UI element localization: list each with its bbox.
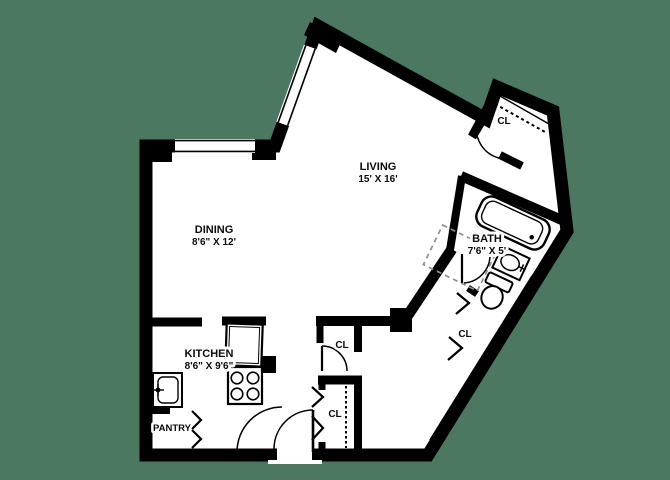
- door-swing-arc: [475, 122, 500, 159]
- door-swing-arc: [236, 406, 283, 453]
- closet-label-living: CL: [497, 116, 510, 127]
- bath-north-wall: [458, 171, 567, 226]
- bathroom-sink: [491, 244, 531, 282]
- bath-dimensions: 7'6" X 5': [468, 246, 506, 257]
- closet-label-kitchen: CL: [335, 340, 348, 351]
- entry-threshold: [268, 460, 322, 464]
- bath-west-wall: [446, 175, 466, 251]
- dining-dimensions: 8'6" X 12': [192, 237, 236, 248]
- window-top-wall: [175, 139, 255, 153]
- entry-closet-bifold-door: [311, 386, 325, 408]
- closet-label-hall: CL: [458, 329, 471, 340]
- bath-label: BATH: [472, 233, 502, 245]
- entry-door-opening: [277, 447, 312, 462]
- door-swing-arc: [273, 409, 314, 450]
- bath-fixtures: [475, 195, 551, 310]
- room-labels: LIVING 15' X 16' DINING 8'6" X 12' BATH …: [151, 114, 514, 437]
- bath-dashed-outline: [422, 223, 498, 293]
- living-closet-door: [475, 122, 500, 159]
- wall-corner-block: [140, 140, 172, 162]
- burner-icon: [246, 371, 260, 385]
- living-dimensions: 15' X 16': [358, 174, 397, 185]
- wall-living-diagonal: [401, 245, 457, 322]
- closet-living-south-wall: [498, 151, 524, 170]
- door-swing-arc: [321, 345, 348, 372]
- kitchen-fixtures: [152, 322, 264, 408]
- burner-icon: [230, 371, 244, 385]
- windows: [175, 44, 538, 444]
- wall-corner-block: [252, 140, 276, 160]
- hall-closet-accordion-door: [455, 292, 471, 315]
- kitchen-sink: [152, 372, 183, 408]
- door-swing-arc: [463, 255, 491, 284]
- faucet-icon: [519, 264, 525, 273]
- bath-door: [460, 254, 491, 284]
- pantry-bifold-door: [191, 429, 203, 449]
- interior-walls: [150, 87, 567, 452]
- burner-icon: [246, 387, 260, 401]
- pantry-label: PANTRY: [153, 423, 192, 434]
- hall-closet-stub: [466, 285, 479, 297]
- window-lower-diagonal-wall: [429, 275, 538, 444]
- kitchen-label: KITCHEN: [185, 348, 234, 360]
- entry-closet-bifold-door: [311, 415, 325, 441]
- kitchen-closet-door: [320, 345, 348, 372]
- kitchen-dimensions: 8'6" X 9'6": [185, 361, 234, 372]
- bifold-doors: [191, 292, 471, 449]
- window-upper-diagonal-wall: [276, 44, 318, 127]
- toilet: [480, 271, 514, 310]
- entry-door: [268, 409, 322, 464]
- closet-shelf-line: [499, 95, 550, 125]
- pantry-bifold-door: [191, 410, 203, 430]
- living-label: LIVING: [360, 161, 397, 173]
- stove: [226, 365, 264, 406]
- counter-pier: [261, 356, 276, 373]
- wall-corner-block: [304, 22, 342, 53]
- bathtub: [475, 195, 551, 251]
- tub-drain: [529, 234, 535, 240]
- kitchen-door: [236, 406, 283, 453]
- refrigerator: [224, 322, 264, 368]
- dining-label: DINING: [195, 224, 234, 236]
- burner-icon: [230, 387, 244, 401]
- closet-label-entry: CL: [328, 409, 341, 420]
- doors: [236, 122, 500, 464]
- hall-closet-accordion-door: [447, 336, 464, 361]
